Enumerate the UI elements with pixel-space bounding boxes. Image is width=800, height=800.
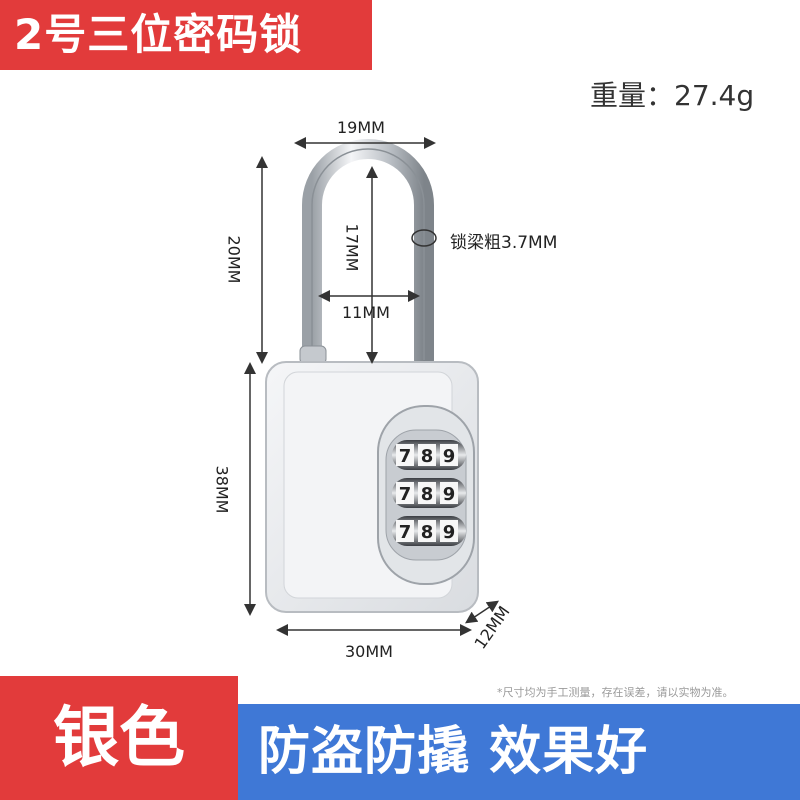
dim-inner-height: 17MM	[342, 223, 362, 272]
dim-body-width: 30MM	[345, 642, 393, 661]
dial-digit: 8	[421, 446, 434, 467]
dim-line-body-depth	[465, 600, 499, 624]
slogan-text: 防盗防撬 效果好	[258, 722, 649, 782]
thickness-indicator	[411, 229, 437, 247]
dial-digit: 7	[399, 522, 412, 543]
dial-digit: 9	[443, 484, 456, 505]
dial-digit: 9	[443, 446, 456, 467]
measurement-disclaimer: *尺寸均为手工测量，存在误差，请以实物为准。	[497, 686, 734, 699]
dim-inner-width: 11MM	[342, 303, 390, 322]
color-name-tag: 银色	[0, 676, 238, 800]
dial-row-3	[392, 516, 466, 546]
product-title: 2号三位密码锁	[0, 0, 372, 70]
dial-digit: 7	[399, 484, 412, 505]
padlock-illustration: 7 8 9 7 8 9 7 8 9	[244, 137, 499, 636]
dial-digit: 8	[421, 484, 434, 505]
dial-row-1	[392, 440, 466, 470]
weight-label: 重量：27.4g	[590, 79, 755, 112]
dim-shackle-height: 20MM	[224, 235, 244, 284]
dim-shackle-width: 19MM	[337, 118, 385, 137]
dim-body-height: 38MM	[212, 465, 232, 514]
shackle	[302, 139, 434, 370]
dial-digit: 8	[421, 522, 434, 543]
dial-digit: 9	[443, 522, 456, 543]
dial-row-2	[392, 478, 466, 508]
dial-digit: 7	[399, 446, 412, 467]
shackle-thickness-note: 锁梁粗3.7MM	[450, 233, 558, 253]
